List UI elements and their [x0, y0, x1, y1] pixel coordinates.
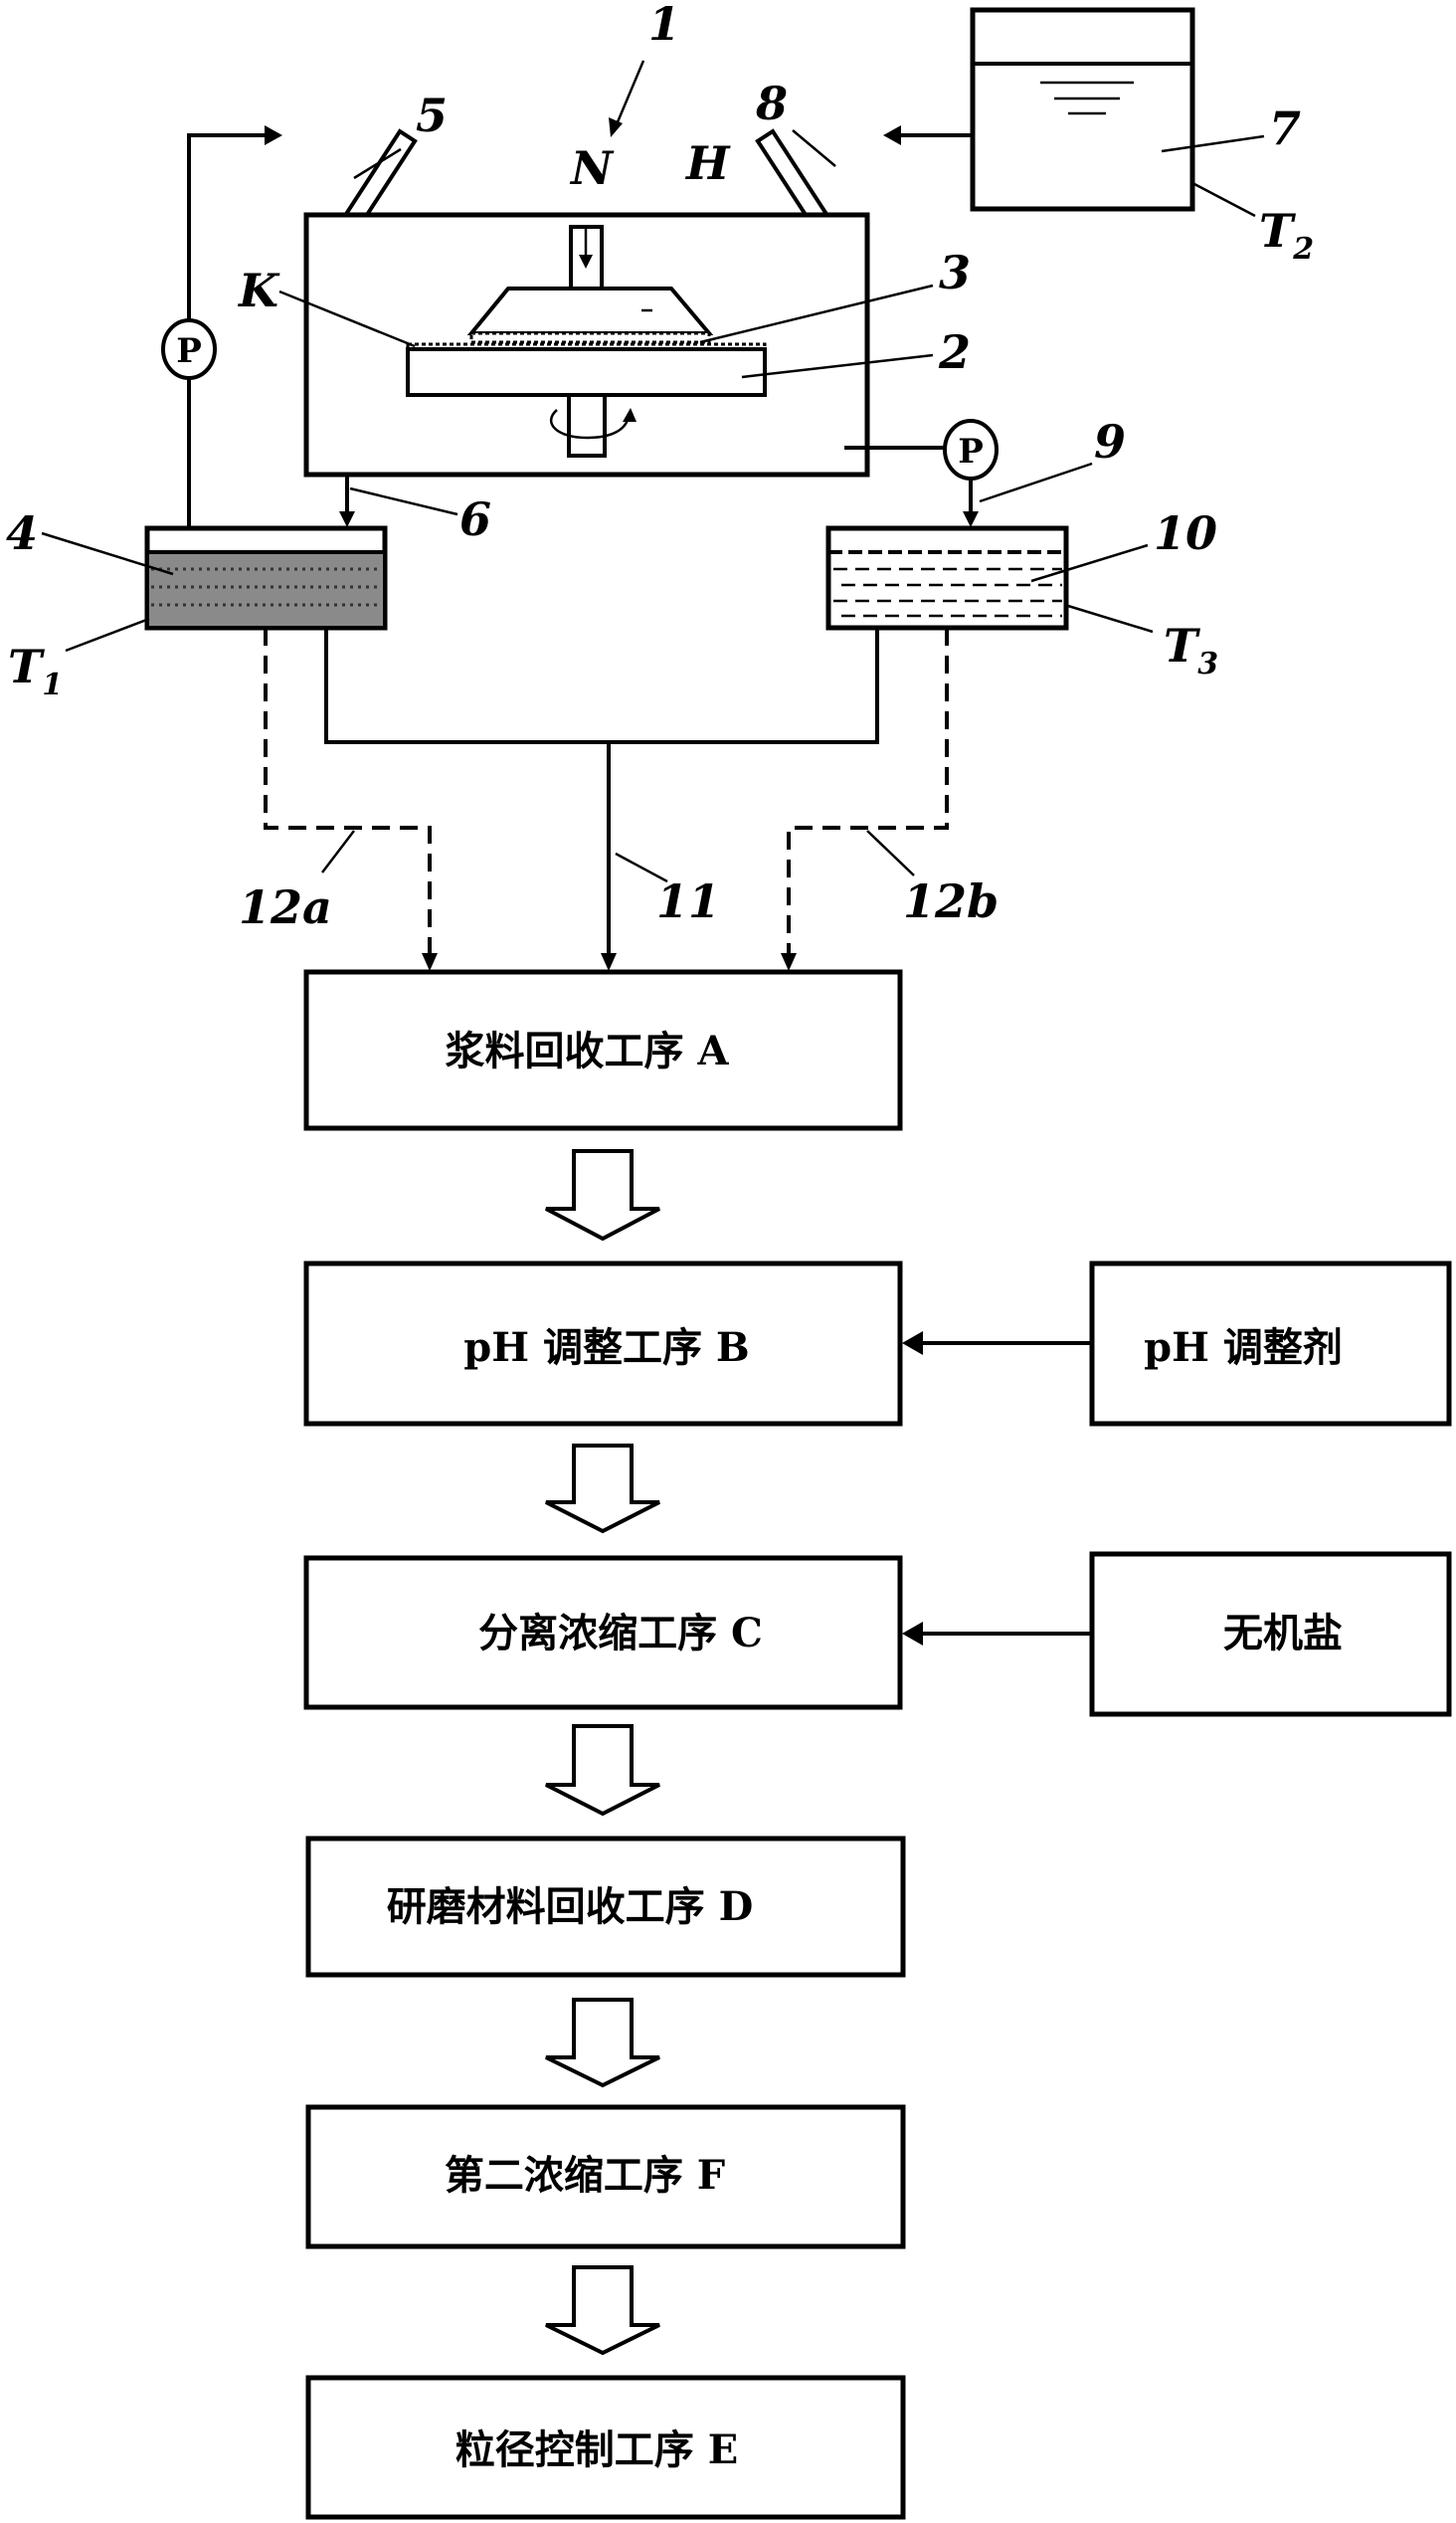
flow-arrow-icon [545, 1149, 660, 1242]
label-1: 1 [648, 0, 680, 51]
label-4: 4 [6, 506, 38, 560]
svg-text:浆料回收工序 A: 浆料回收工序 A [446, 1028, 730, 1074]
flow-arrow-icon [545, 1724, 660, 1817]
rinse-tank-t3 [825, 525, 1069, 631]
label-8: 8 [755, 77, 788, 130]
label-12b: 12b [903, 874, 999, 928]
label-n: N [569, 141, 615, 195]
input-inorganic-salt: 无机盐 [1089, 1551, 1452, 1717]
step-d: 研磨材料回收工序 D [305, 1836, 906, 1978]
svg-text:pH 调整工序 B: pH 调整工序 B [463, 1324, 749, 1371]
svg-text:第二浓缩工序 F: 第二浓缩工序 F [445, 2152, 725, 2199]
label-6: 6 [459, 492, 491, 546]
label-5: 5 [416, 89, 448, 142]
lower-shaft [567, 393, 607, 458]
svg-text:分离浓缩工序 C: 分离浓缩工序 C [478, 1610, 763, 1656]
svg-text:无机盐: 无机盐 [1223, 1610, 1343, 1656]
carrier-head [466, 287, 714, 335]
step-c: 分离浓缩工序 C [303, 1555, 903, 1710]
svg-text:P: P [176, 331, 202, 371]
flow-arrow-icon [545, 1444, 660, 1534]
label-3: 3 [939, 246, 971, 299]
step-e: 粒径控制工序 E [305, 2375, 906, 2520]
label-9: 9 [1094, 415, 1126, 469]
label-11: 11 [656, 874, 720, 928]
label-12a: 12a [239, 880, 332, 934]
label-10: 10 [1154, 506, 1217, 560]
label-t3: T3 [1164, 619, 1218, 681]
step-f: 第二浓缩工序 F [305, 2104, 906, 2249]
slurry-tank-7 [970, 7, 1195, 212]
pad-3 [469, 331, 711, 344]
line-12b [787, 628, 949, 955]
label-k: K [237, 264, 280, 317]
flow-arrow-icon [545, 1998, 660, 2088]
label-7: 7 [1269, 101, 1301, 155]
recovery-tank-t1 [144, 525, 388, 631]
arrow-head-icon [883, 125, 901, 145]
step-a: 浆料回收工序 A [303, 969, 903, 1131]
svg-text:粒径控制工序 E: 粒径控制工序 E [455, 2426, 738, 2473]
svg-text:pH 调整剂: pH 调整剂 [1144, 1324, 1343, 1371]
label-2: 2 [938, 325, 971, 379]
label-h: H [684, 136, 731, 190]
line-12a [264, 628, 432, 955]
label-t1: T1 [8, 640, 63, 702]
rotation-arrow-icon [550, 409, 631, 440]
flow-arrow-icon [545, 2265, 660, 2356]
svg-text:P: P [958, 432, 984, 472]
platen-2 [406, 347, 767, 397]
svg-text:研磨材料回收工序 D: 研磨材料回收工序 D [387, 1883, 754, 1930]
step-b: pH 调整工序 B [303, 1261, 903, 1427]
label-t2: T2 [1259, 204, 1314, 267]
input-ph-adjuster: pH 调整剂 [1089, 1261, 1452, 1427]
